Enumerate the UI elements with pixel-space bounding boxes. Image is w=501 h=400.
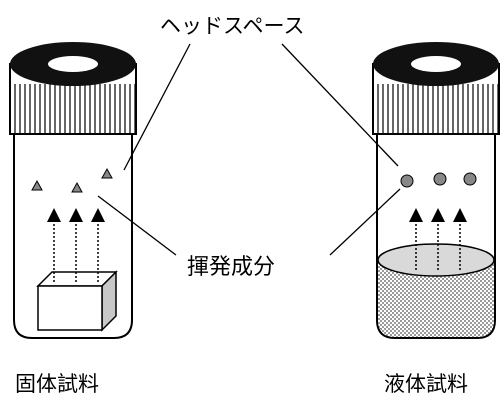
volatile-arrows — [415, 222, 461, 270]
gas-particles — [31, 167, 113, 193]
volatile-arrows — [53, 222, 99, 282]
liquid-sample-label: 液体試料 — [384, 372, 468, 396]
arrowheads — [409, 208, 467, 222]
liquid-surface — [377, 243, 495, 277]
cap-hole — [48, 56, 98, 72]
liquid — [378, 260, 494, 337]
liquid-sample-vial — [372, 42, 500, 339]
arrowheads — [47, 208, 105, 222]
cap-ribs — [377, 84, 499, 134]
solid-sample-vial — [9, 42, 137, 339]
leader-lines — [97, 43, 401, 256]
headspace-label: ヘッドスペース — [160, 14, 305, 38]
volatile-components-label: 揮発成分 — [187, 255, 276, 280]
cap-hole — [411, 56, 461, 72]
solid-sample-label: 固体試料 — [15, 372, 99, 396]
gas-particles — [400, 172, 477, 188]
cap-ribs — [14, 84, 136, 134]
solid-block — [36, 270, 118, 332]
